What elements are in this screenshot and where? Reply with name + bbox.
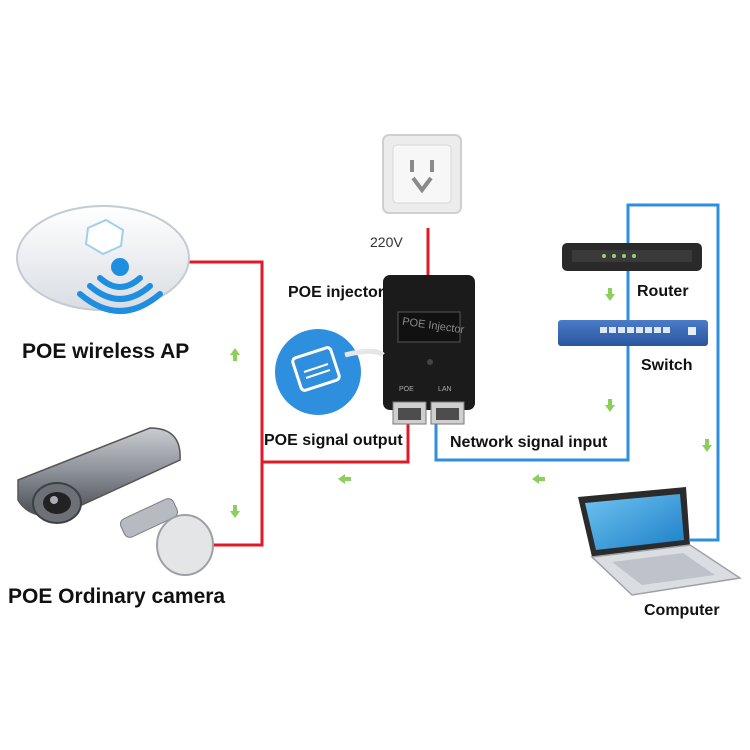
network-switch-icon xyxy=(558,320,708,346)
injector-input-line xyxy=(434,203,720,542)
router-icon xyxy=(562,243,702,271)
port-lan-label: LAN xyxy=(438,386,452,393)
injector-output-line xyxy=(262,420,410,464)
network-lines xyxy=(434,203,720,542)
laptop-icon xyxy=(578,487,743,596)
camera-label: POE Ordinary camera xyxy=(8,585,226,608)
arrow-left-output xyxy=(338,474,351,484)
arrow-down-camera xyxy=(230,505,240,518)
arrow-down-router xyxy=(605,288,615,301)
switch-label: Switch xyxy=(641,357,693,374)
camera-poe-line xyxy=(210,462,264,547)
signal-output-label: POE signal output xyxy=(264,432,403,449)
arrow-down-switch xyxy=(605,399,615,412)
poe-lines xyxy=(185,228,430,547)
wireless-ap-label: POE wireless AP xyxy=(22,340,190,363)
access-point-icon xyxy=(16,205,190,314)
router-label: Router xyxy=(637,283,689,300)
power-outlet-icon xyxy=(382,134,462,214)
voltage-label: 220V xyxy=(370,234,403,250)
flow-arrows xyxy=(230,288,712,518)
arrow-left-input xyxy=(532,474,545,484)
port-poe-label: POE xyxy=(399,386,414,393)
injector-label: POE injector xyxy=(288,284,385,301)
arrow-up-ap xyxy=(230,348,240,361)
poe-injector-device xyxy=(383,275,475,425)
network-input-label: Network signal input xyxy=(450,434,608,451)
ap-poe-line xyxy=(185,260,264,462)
rj45-connector-icon xyxy=(275,329,385,415)
security-camera-icon xyxy=(17,427,214,576)
computer-label: Computer xyxy=(644,602,720,619)
arrow-down-computer xyxy=(702,439,712,452)
